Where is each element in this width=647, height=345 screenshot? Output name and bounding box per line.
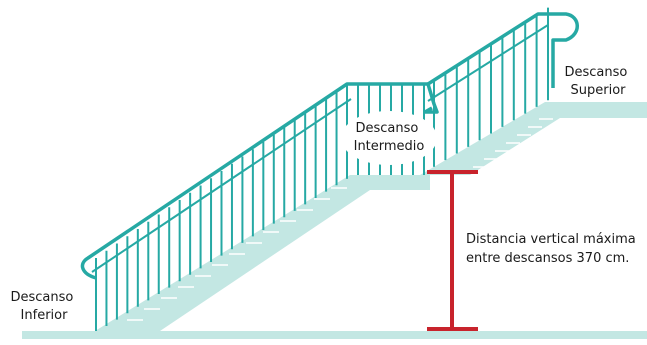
step-lines	[127, 118, 553, 321]
handrail-upper	[427, 12, 579, 88]
floor	[22, 331, 647, 339]
balusters	[95, 7, 549, 331]
landing-bottom-label: Descanso Inferior	[10, 290, 77, 323]
stair-body	[95, 102, 647, 331]
landing-middle-bubble	[341, 111, 437, 165]
railing-upper-flight	[427, 12, 579, 102]
dimension-marker	[427, 170, 478, 331]
landing-top-label: Descanso Superior	[564, 65, 631, 98]
dimension-label: Distancia vertical máxima entre descanso…	[466, 232, 640, 266]
landing-middle-label: Descanso Intermedio	[354, 121, 425, 154]
